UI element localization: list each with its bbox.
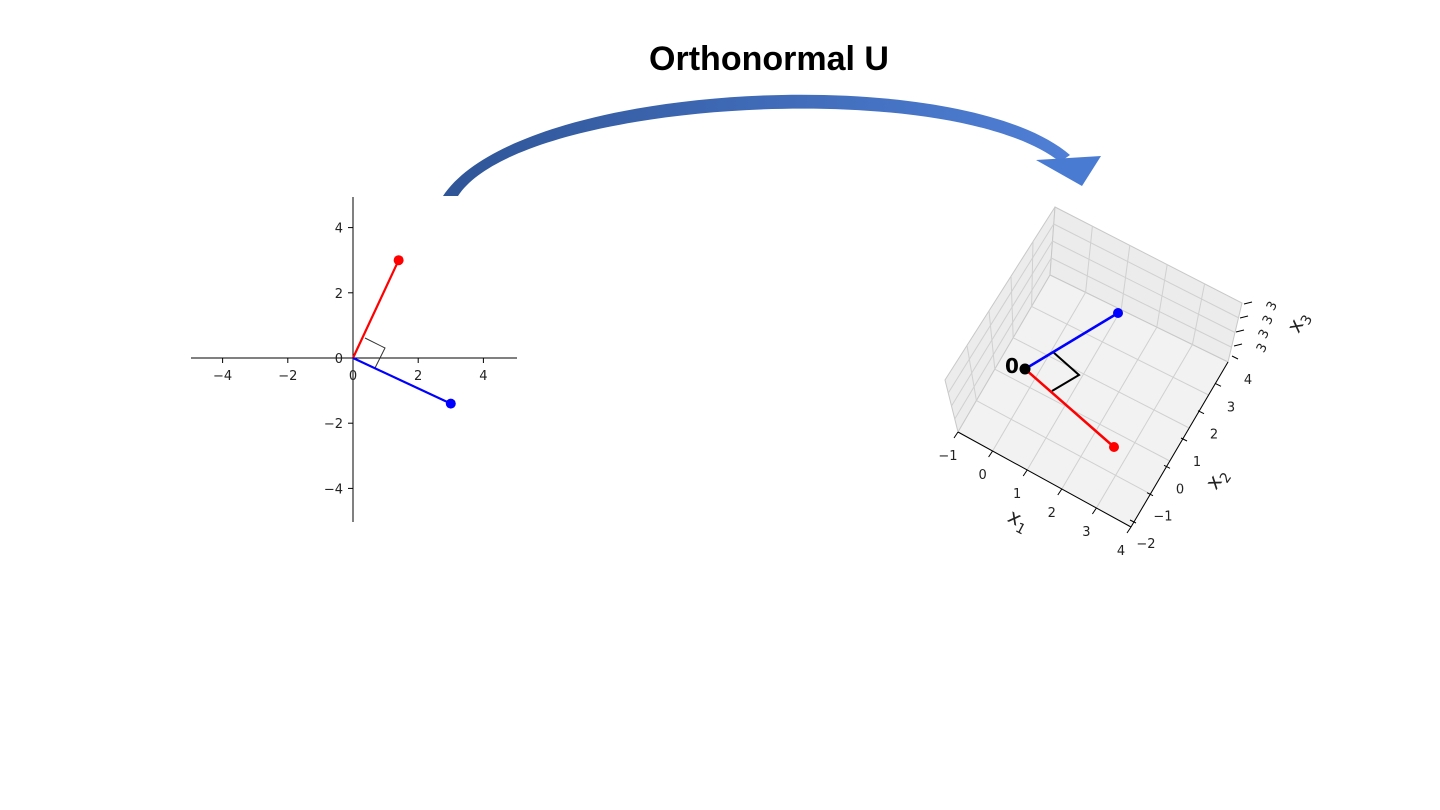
- y-tick-label-2d: 4: [335, 222, 343, 237]
- x1-tick-label: 0: [978, 468, 986, 483]
- x1-tick: [1022, 469, 1028, 477]
- x-tick-label-2d: 2: [414, 369, 422, 384]
- x2-tick-label: 2: [1210, 428, 1218, 443]
- right-angle-marker-2d: [364, 337, 386, 369]
- blue-vector-tip-2d: [445, 398, 456, 409]
- x1-tick-label: 3: [1082, 525, 1090, 540]
- origin-label-3d: 0: [1005, 354, 1019, 378]
- floor-grid-line: [1012, 337, 1190, 429]
- right-angle-marker-3d: [1051, 351, 1081, 392]
- x2-axis-label: x2: [1200, 463, 1235, 496]
- x2-tick-label: −2: [1136, 537, 1155, 552]
- wall-grid-line: [954, 257, 1052, 420]
- x1-tick-label: 4: [1117, 544, 1125, 559]
- origin-point-3d: [1019, 363, 1031, 375]
- wall-grid-line: [1052, 240, 1236, 333]
- x2-tick: [1146, 492, 1154, 497]
- floor-grid-line: [1061, 326, 1158, 490]
- red-vector-3d: [1024, 368, 1115, 448]
- grid-3d: [947, 223, 1239, 509]
- plot-2d: −4 −2 0 2 4 4 2 0 −2 −4: [191, 197, 517, 522]
- x-tick-label-2d: −4: [213, 369, 232, 384]
- ticks-2d: [222, 227, 484, 489]
- x3-tick: [1233, 343, 1243, 347]
- tick-labels-2d: −4 −2 0 2 4 4 2 0 −2 −4: [213, 222, 488, 498]
- y-tick-label-2d: 0: [335, 352, 343, 367]
- y-tick-label-2d: 2: [335, 287, 343, 302]
- x-tick-label-2d: 0: [349, 369, 357, 384]
- floor-grid-line: [1031, 305, 1209, 396]
- x3-tick-label: 3: [1254, 341, 1271, 355]
- x3-tick: [1235, 329, 1245, 333]
- x2-tick-label: 4: [1244, 373, 1252, 388]
- floor-grid-line: [1095, 344, 1193, 509]
- x1-tick: [1057, 488, 1063, 496]
- floor-grid-line: [976, 400, 1151, 495]
- wall-grid-line: [1053, 223, 1239, 319]
- x1-tick: [953, 431, 959, 439]
- x2-tick-label: −1: [1153, 510, 1172, 525]
- x2-tick: [1214, 382, 1222, 387]
- red-vector-tip-3d: [1109, 442, 1119, 452]
- floor-grid-line: [992, 292, 1087, 452]
- x1-axis-edge: [957, 431, 1132, 528]
- x2-tick: [1180, 437, 1188, 442]
- x3-tick: [1243, 301, 1253, 305]
- x2-tick: [1197, 410, 1205, 415]
- x2-axis-edge: [1130, 361, 1229, 528]
- x-tick-label-2d: −2: [278, 369, 297, 384]
- red-vector-2d: [352, 259, 400, 359]
- x1-tick: [988, 450, 994, 458]
- x2-tick: [1163, 464, 1171, 469]
- slide-title: Orthonormal U: [649, 40, 889, 78]
- x1-tick-label: 1: [1013, 487, 1021, 502]
- x1-tick: [1091, 507, 1097, 515]
- x-tick-label-2d: 4: [479, 369, 487, 384]
- x3-tick: [1239, 315, 1249, 319]
- wall-grid-line: [947, 223, 1055, 394]
- transform-arrow: [443, 94, 1101, 196]
- x3-tick-label: 3: [1264, 299, 1281, 313]
- blue-vector-tip-3d: [1113, 308, 1123, 318]
- x3-tick-label: 3: [1260, 313, 1277, 327]
- transform-arrow-body: [443, 94, 1070, 196]
- x2-tick-label: 1: [1193, 455, 1201, 470]
- x1-tick: [1126, 526, 1132, 534]
- blue-vector-2d: [352, 357, 452, 405]
- transform-arrow-head: [1036, 156, 1101, 186]
- ticks-3d: [953, 301, 1253, 534]
- blue-vector-3d: [1024, 311, 1119, 371]
- red-vector-tip-2d: [393, 255, 404, 266]
- floor-grid-line: [1026, 309, 1122, 471]
- x1-axis-label: x1: [1002, 504, 1033, 538]
- x1-tick-label: 2: [1048, 506, 1056, 521]
- wall-grid-line: [951, 240, 1053, 407]
- y-tick-label-2d: −4: [324, 482, 343, 497]
- wall-grid-line: [1051, 257, 1232, 348]
- floor-grid-line: [994, 368, 1171, 462]
- x2-tick: [1129, 519, 1137, 524]
- x3-axis-label: x3: [1282, 307, 1316, 338]
- x2-tick-label: 3: [1227, 400, 1235, 415]
- x2-tick: [1231, 355, 1239, 360]
- y-tick-label-2d: −2: [324, 417, 343, 432]
- x1-tick-label: −1: [938, 449, 957, 464]
- x2-tick-label: 0: [1176, 482, 1184, 497]
- x3-tick-label: 3: [1256, 327, 1273, 341]
